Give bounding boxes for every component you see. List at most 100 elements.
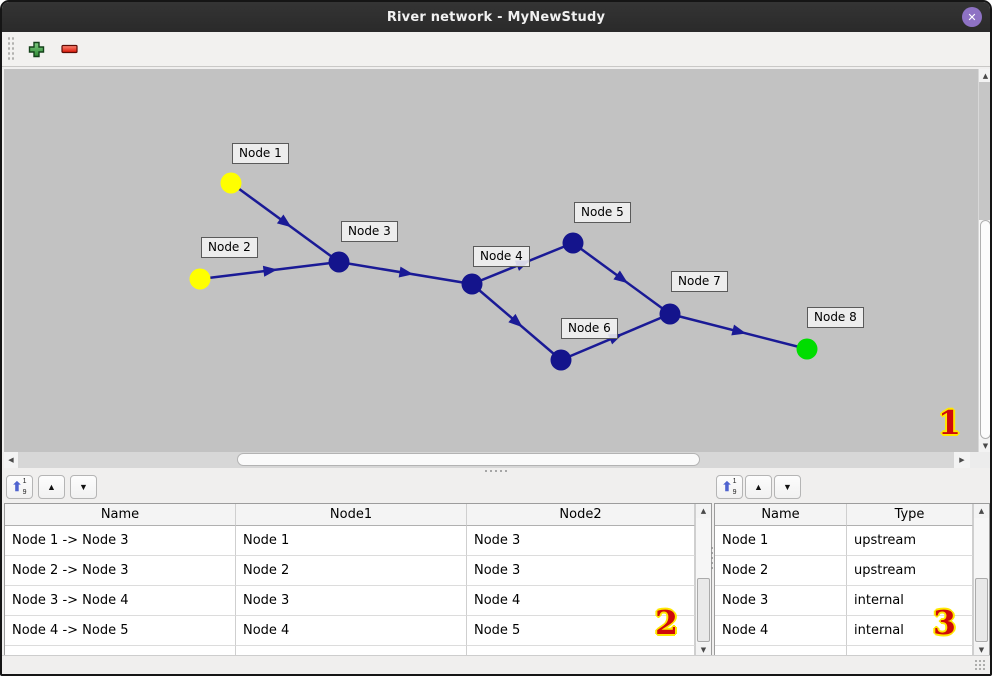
nodes-table: Name Type Node 1 upstream Node 2 upstrea… [714, 503, 990, 658]
table-cell[interactable]: upstream [847, 526, 973, 556]
network-node-7[interactable] [659, 303, 681, 325]
table-cell[interactable]: Node 2 -> Node 3 [5, 556, 236, 586]
node-label-7[interactable]: Node 7 [671, 271, 728, 292]
branches-move-down-button[interactable]: ▼ [70, 475, 97, 499]
sort-ascending-icon: ⬆ 1 9 [721, 478, 737, 496]
edge-arrow-icon [731, 324, 747, 336]
empty-cell [715, 646, 847, 657]
table-cell[interactable]: Node 5 [467, 616, 695, 646]
node-label-4[interactable]: Node 4 [473, 246, 530, 267]
column-header[interactable]: Type [847, 504, 973, 526]
network-node-3[interactable] [328, 251, 350, 273]
table-cell[interactable]: Node 3 [715, 586, 847, 616]
status-bar [2, 655, 990, 674]
branches-sort-button[interactable]: ⬆ 1 9 [6, 475, 33, 499]
sort-ascending-icon: ⬆ 1 9 [11, 478, 27, 496]
nodes-table-scrollbar[interactable]: ▲ ▼ [973, 504, 989, 657]
down-arrow-icon: ▼ [783, 481, 792, 492]
node-label-2[interactable]: Node 2 [201, 237, 258, 258]
node-label-6[interactable]: Node 6 [561, 318, 618, 339]
scroll-down-icon[interactable]: ▼ [696, 643, 711, 657]
table-cell[interactable]: internal [847, 586, 973, 616]
column-header[interactable]: Node2 [467, 504, 695, 526]
annotation-mark-1: 1 [938, 403, 961, 442]
nodes-sort-button[interactable]: ⬆ 1 9 [716, 475, 743, 499]
edge-arrow-icon [398, 266, 414, 278]
resize-grip[interactable] [974, 659, 986, 671]
scrollbar-thumb[interactable] [237, 453, 700, 466]
table-cell[interactable]: upstream [847, 556, 973, 586]
scroll-down-icon[interactable]: ▼ [974, 643, 989, 657]
window-title: River network - MyNewStudy [386, 9, 606, 25]
edge-arrow-icon [613, 270, 628, 284]
column-header[interactable]: Name [5, 504, 236, 526]
scroll-down-icon[interactable]: ▼ [979, 439, 990, 452]
scroll-right-icon[interactable]: ▶ [954, 452, 970, 468]
close-icon: ✕ [967, 10, 977, 24]
scrollbar-thumb[interactable] [697, 578, 710, 642]
column-header[interactable]: Node1 [236, 504, 467, 526]
annotation-mark-3: 3 [933, 603, 956, 642]
edge-arrow-icon [262, 265, 278, 277]
table-cell[interactable]: Node 4 [715, 616, 847, 646]
table-cell[interactable]: Node 3 [236, 586, 467, 616]
table-cell[interactable]: Node 1 -> Node 3 [5, 526, 236, 556]
scroll-left-icon[interactable]: ◀ [4, 452, 18, 468]
nodes-move-up-button[interactable]: ▲ [745, 475, 772, 499]
table-cell[interactable]: internal [847, 616, 973, 646]
node-label-3[interactable]: Node 3 [341, 221, 398, 242]
network-node-6[interactable] [550, 349, 572, 371]
table-cell[interactable]: Node 1 [715, 526, 847, 556]
add-button[interactable] [23, 36, 49, 62]
main-toolbar [2, 32, 990, 67]
toolbar-drag-handle[interactable] [7, 36, 15, 62]
empty-cell [236, 646, 467, 657]
titlebar[interactable]: River network - MyNewStudy ✕ [2, 2, 990, 32]
close-button[interactable]: ✕ [962, 7, 982, 27]
canvas-vertical-scrollbar[interactable]: ▲ ▼ [978, 69, 990, 452]
network-node-2[interactable] [189, 268, 211, 290]
table-splitter-handle[interactable] [710, 547, 713, 569]
annotation-mark-2: 2 [655, 603, 678, 642]
branches-table-scrollbar[interactable]: ▲ ▼ [695, 504, 711, 657]
down-arrow-icon: ▼ [79, 481, 88, 492]
table-cell[interactable]: Node 1 [236, 526, 467, 556]
empty-cell [5, 646, 236, 657]
river-network-canvas[interactable]: Node 1 Node 2 Node 3 Node 4 Node 5 Node 6 Node… [4, 69, 978, 452]
network-node-8[interactable] [796, 338, 818, 360]
remove-button[interactable] [57, 36, 83, 62]
nodes-move-down-button[interactable]: ▼ [774, 475, 801, 499]
network-node-5[interactable] [562, 232, 584, 254]
scroll-up-icon[interactable]: ▲ [696, 504, 711, 518]
scroll-up-icon[interactable]: ▲ [979, 69, 990, 82]
minus-icon [61, 44, 78, 54]
scroll-up-icon[interactable]: ▲ [974, 504, 989, 518]
table-cell[interactable]: Node 3 -> Node 4 [5, 586, 236, 616]
pane-splitter-handle[interactable] [2, 468, 990, 474]
scrollbar-corner [970, 452, 990, 468]
table-cell[interactable]: Node 4 -> Node 5 [5, 616, 236, 646]
edge-arrow-icon [276, 214, 292, 228]
empty-cell [847, 646, 973, 657]
branches-move-up-button[interactable]: ▲ [38, 475, 65, 499]
table-cell[interactable]: Node 2 [715, 556, 847, 586]
scrollbar-thumb[interactable] [980, 220, 990, 439]
edge-arrow-icon [508, 313, 523, 328]
node-label-1[interactable]: Node 1 [232, 143, 289, 164]
table-cell[interactable]: Node 4 [467, 586, 695, 616]
plus-icon [28, 41, 44, 57]
network-node-1[interactable] [220, 172, 242, 194]
table-cell[interactable]: Node 3 [467, 556, 695, 586]
table-cell[interactable]: Node 3 [467, 526, 695, 556]
column-header[interactable]: Name [715, 504, 847, 526]
table-cell[interactable]: Node 4 [236, 616, 467, 646]
node-label-5[interactable]: Node 5 [574, 202, 631, 223]
node-label-8[interactable]: Node 8 [807, 307, 864, 328]
branches-table: Name Node1 Node2 Node 1 -> Node 3 Node 1… [4, 503, 712, 658]
scrollbar-track[interactable] [979, 82, 990, 220]
network-node-4[interactable] [461, 273, 483, 295]
scrollbar-thumb[interactable] [975, 578, 988, 642]
table-cell[interactable]: Node 2 [236, 556, 467, 586]
canvas-horizontal-scrollbar[interactable]: ◀ ▶ [4, 452, 990, 468]
